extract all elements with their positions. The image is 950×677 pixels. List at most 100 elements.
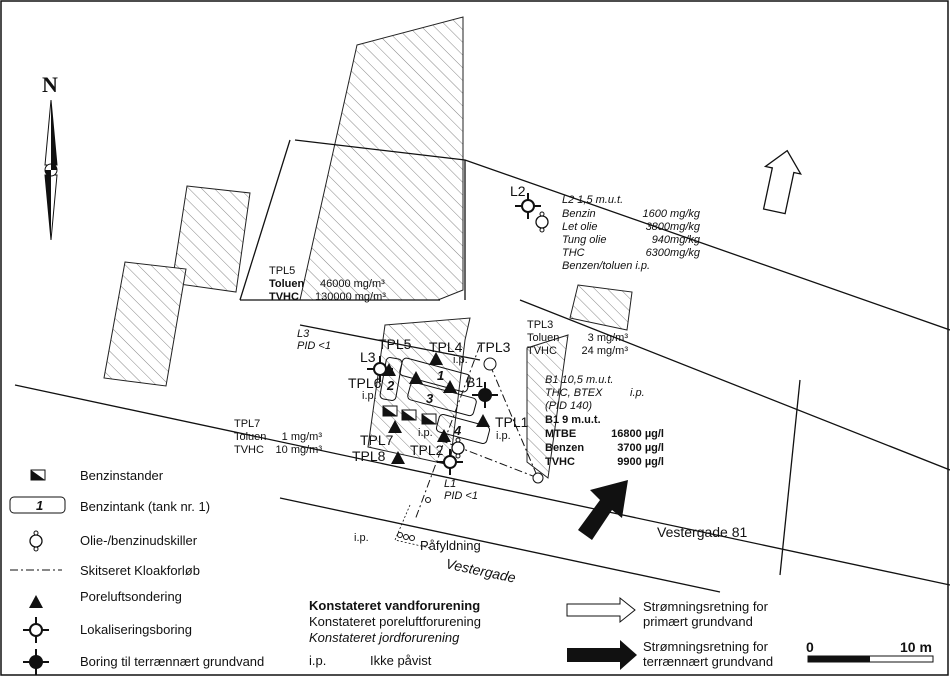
legend-ip_text-text: Ikke påvist	[370, 653, 432, 668]
annotation-l2: L2 1,5 m.u.t. Benzin 1600 mg/kg Let olie 3…	[562, 194, 701, 272]
scale-bar: 0 10 m	[806, 639, 934, 663]
annotations-l2-5-text: Tung olie	[562, 234, 606, 246]
building-west	[171, 185, 251, 293]
annotations-tpl5-4-text: 130000 mg/m³	[315, 291, 386, 303]
scale-start-text: 0	[806, 639, 814, 655]
labels-tank4-text: 4	[453, 423, 462, 438]
legend-flow_primary-1-text: primært grundvand	[643, 614, 753, 629]
annotations-tpl7-2-text: 1 mg/m³	[282, 431, 323, 443]
annotations-l2-1-text: Benzin	[562, 208, 596, 220]
labels-tank3-text: 3	[426, 391, 434, 406]
building-main	[299, 16, 464, 301]
annotations-tpl5-1-text: Toluen	[269, 278, 305, 290]
annotations-tpl5-3-text: TVHC	[269, 291, 299, 303]
labels-ip-text: i.p.	[354, 532, 369, 544]
annotations-tpl3-1-text: Toluen	[527, 332, 559, 344]
filling-label: Påfyldning	[420, 538, 481, 553]
property-lines	[14, 139, 950, 593]
annotations-tpl3-2-text: 3 mg/m³	[588, 332, 629, 344]
filling-points	[394, 497, 431, 549]
labels-tpl1-text: TPL1	[495, 414, 529, 430]
annotations-l3-1-text: PID <1	[297, 340, 331, 352]
legend-flow_shallow-0-text: Strømningsretning for	[643, 639, 769, 654]
flow-arrow-primary-groundwater	[762, 149, 802, 215]
labels-tpl6-text: TPL6	[348, 375, 382, 391]
point-labels: L2 L3 TPL5 TPL4 i.p. TPL3 TPL6 i.p. B1 T…	[348, 183, 529, 464]
annotations-l2-3-text: Let olie	[562, 221, 597, 233]
annotations-l2-7-text: THC	[562, 247, 585, 259]
legend-types-0-text: Konstateret vandforurening	[309, 598, 480, 613]
annotations-tpl7-1-text: Toluen	[234, 431, 266, 443]
legend-flow_primary-0-text: Strømningsretning for	[643, 599, 769, 614]
annotations-tpl7-4-text: 10 mg/m³	[276, 444, 323, 456]
labels-b1-text: B1	[466, 374, 483, 390]
annotations-b1-7-text: Benzen	[545, 442, 584, 454]
building-southwest	[103, 261, 187, 387]
legend-items-5-text: Lokaliseringsboring	[80, 622, 192, 637]
labels-l2-text: L2	[510, 183, 526, 199]
annotation-l1: L1 PID <1	[444, 478, 478, 502]
annotation-tpl7: TPL7 Toluen 1 mg/m³ TVHC 10 mg/m³	[234, 418, 322, 456]
labels-l3-text: L3	[360, 349, 376, 365]
annotations-l2-9-text: Benzen/toluen i.p.	[562, 260, 650, 272]
legend-ip_abbr-text: i.p.	[309, 653, 326, 668]
annotations-b1-8-text: 3700 µg/l	[617, 442, 664, 454]
annotations-l2-4-text: 3800mg/kg	[646, 221, 701, 233]
annotation-l3: L3 PID <1	[297, 328, 331, 352]
annotations-b1-5-text: MTBE	[545, 428, 576, 440]
annotations-l1-0-text: L1	[444, 478, 456, 490]
annotations-tpl7-0-text: TPL7	[234, 418, 260, 430]
annotations-l2-6-text: 940mg/kg	[652, 234, 701, 246]
annotations-l2-2-text: 1600 mg/kg	[643, 208, 701, 220]
legend-types-2-text: Konstateret jordforurening	[309, 630, 460, 645]
flow-arrow-shallow-groundwater	[578, 480, 628, 540]
labels-ip-text: i.p.	[496, 430, 511, 442]
legend-flow_shallow-1-text: terrænnært grundvand	[643, 654, 773, 669]
legend-items-0-text: Benzinstander	[80, 468, 164, 483]
annotations-b1-4-text: B1 9 m.u.t.	[545, 414, 601, 426]
buildings	[103, 16, 633, 479]
annotations-b1-9-text: TVHC	[545, 456, 575, 468]
labels-tank1-text: 1	[437, 368, 444, 383]
north-text: N	[42, 72, 58, 97]
labels-tpl3-text: TPL3	[477, 339, 511, 355]
labels-ip-text: i.p.	[418, 427, 433, 439]
building-east	[569, 284, 633, 331]
annotations-tpl7-3-text: TVHC	[234, 444, 264, 456]
annotations-b1-0-text: B1 10,5 m.u.t.	[545, 374, 613, 386]
legend: Benzinstander 1 Benzintank (tank nr. 1) …	[9, 468, 773, 676]
annotations-l1-1-text: PID <1	[444, 490, 478, 502]
labels-tpl5-text: TPL5	[378, 336, 412, 352]
annotations-b1-3-text: (PID 140)	[545, 400, 592, 412]
legend-items-2-text: Olie-/benzinudskiller	[80, 533, 198, 548]
north-arrow: N	[42, 72, 58, 241]
annotations-l2-0-text: L2 1,5 m.u.t.	[562, 194, 623, 206]
annotations-tpl3-0-text: TPL3	[527, 319, 553, 331]
labels-tpl4-text: TPL4	[429, 339, 463, 355]
labels-ip-text: i.p.	[362, 390, 377, 402]
annotations-b1-6-text: 16800 µg/l	[611, 428, 664, 440]
annotations-l2-8-text: 6300mg/kg	[646, 247, 701, 259]
legend-items-3-text: Skitseret Kloakforløb	[80, 563, 200, 578]
tanks: 1 2 3 4	[379, 357, 491, 445]
legend-items-1-text: Benzintank (tank nr. 1)	[80, 499, 210, 514]
scale-end-text: 10 m	[900, 639, 932, 655]
labels-ip-text: i.p.	[453, 354, 468, 366]
legend-tank_symbol-text: 1	[36, 498, 43, 513]
labels-tank2-text: 2	[386, 378, 395, 393]
legend-items-4-text: Poreluftsondering	[80, 589, 182, 604]
annotations-b1-2-text: i.p.	[630, 387, 645, 399]
annotations-tpl5-0-text: TPL5	[269, 265, 295, 277]
annotations-b1-1-text: THC, BTEX	[545, 387, 603, 399]
annotations-tpl3-4-text: 24 mg/m³	[582, 345, 629, 357]
annotations-b1-10-text: 9900 µg/l	[617, 456, 664, 468]
annotation-b1: B1 10,5 m.u.t. THC, BTEX i.p. (PID 140) B…	[545, 374, 664, 468]
canopy-area	[526, 334, 569, 479]
annotations-l3-0-text: L3	[297, 328, 310, 340]
labels-tpl2-text: TPL2	[410, 442, 444, 458]
address-label: Vestergade 81	[657, 524, 748, 540]
legend-types-1-text: Konstateret poreluftforurening	[309, 614, 481, 629]
